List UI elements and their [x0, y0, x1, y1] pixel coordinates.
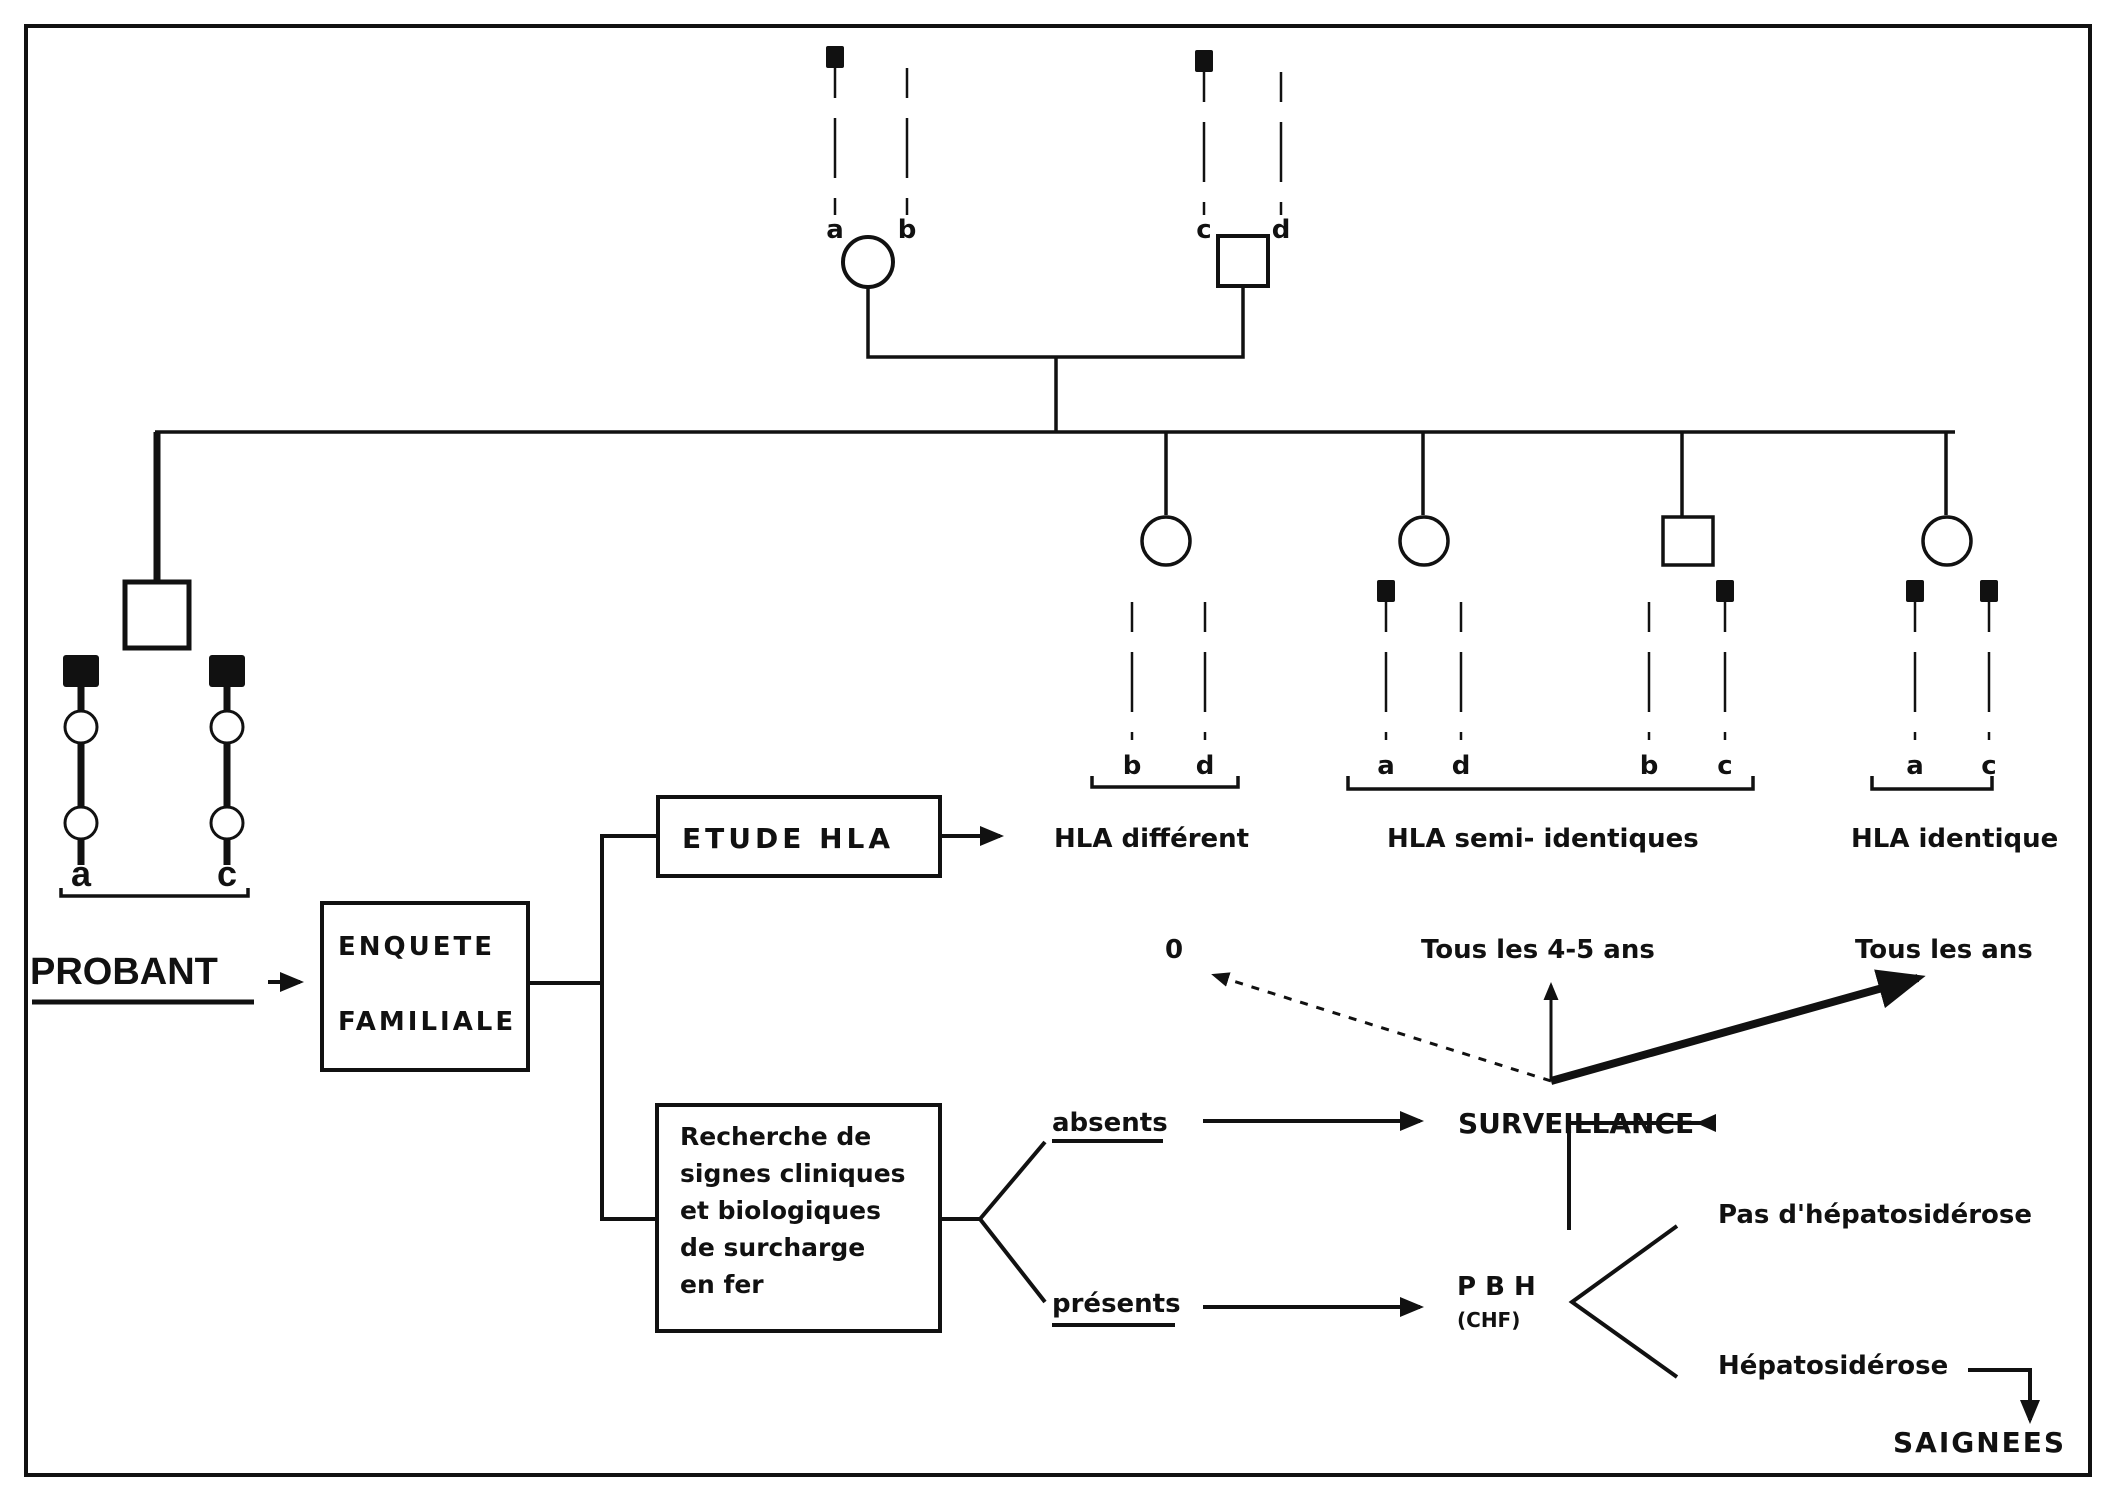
option-4-5-label: Tous les 4-5 ans [1421, 935, 1655, 965]
option-yearly-label: Tous les ans [1855, 935, 2033, 965]
absent-present-fork [977, 1140, 1047, 1304]
enquete-familiale-box [320, 901, 530, 1072]
option-none-label: 0 [1165, 935, 1183, 965]
semi-bracket [1346, 776, 1755, 791]
surveillance-label: SURVEILLANCE [1458, 1107, 1694, 1140]
sibling-4-haplotype-c-marker [1980, 580, 1998, 602]
pbh-fork [1568, 1224, 1679, 1379]
proband-bracket [59, 888, 250, 898]
sibling-2-symbol [1398, 515, 1450, 567]
grandfather-haplotype-d-allele-label: d [1272, 215, 1291, 245]
hla-semi-label: HLA semi- identiques [1387, 824, 1699, 854]
pedigree [122, 234, 1973, 651]
sibling-1-haplotype-d-allele-label: d [1196, 751, 1215, 781]
proband-haplotype-a-locus [63, 805, 99, 841]
proband-haplotype-c-locus [209, 805, 245, 841]
arrow-yearly [1549, 969, 1926, 1085]
proband-haplotype-a-locus [63, 709, 99, 745]
branch-bracket [600, 834, 657, 1221]
siderosis-arrow-line [1968, 1368, 2032, 1405]
pbh-sub-label: (CHF) [1457, 1308, 1520, 1332]
sibling-4-symbol [1921, 515, 1973, 567]
proband-haplotype-a-marker [63, 655, 99, 687]
sibling-3-haplotype-c-marker [1716, 580, 1734, 602]
sibling-2-haplotype-a-marker [1377, 580, 1395, 602]
hla-identical-label: HLA identique [1851, 824, 2058, 854]
grandmother-haplotype-a-allele-label: a [826, 215, 844, 245]
enquete-line2: FAMILIALE [338, 1007, 516, 1037]
recherche-box [655, 1103, 942, 1333]
recherche-line: et biologiques [680, 1196, 881, 1225]
return-arrow-head [1696, 1114, 1716, 1132]
absents-label: absents [1052, 1108, 1168, 1138]
haplotypes: a b c d b d a d b c a c a c [63, 46, 1998, 894]
grandfather-symbol [1216, 234, 1270, 288]
sibling-1-haplotype-b-allele-label: b [1123, 751, 1142, 781]
recherche-text: Recherche de signes cliniques et biologiqu… [680, 1122, 906, 1299]
brackets [59, 776, 1994, 898]
enquete-line1: ENQUETE [338, 932, 495, 962]
sibling-3-haplotype-b-allele-label: b [1640, 751, 1659, 781]
etude-hla-label: ETUDE HLA [682, 822, 894, 855]
sibling-4-haplotype-a-allele-label: a [1906, 751, 1924, 781]
grandfather-haplotype-c-allele-label: c [1196, 215, 1211, 245]
proband-haplotype-c-locus [209, 709, 245, 745]
no-siderosis-label: Pas d'hépatosidérose [1718, 1200, 2032, 1230]
sibling-3-haplotype-c-allele-label: c [1717, 751, 1732, 781]
arrow-none-dashed [1211, 972, 1552, 1083]
marriage-line [866, 286, 1245, 359]
proband-label: PROBANT [30, 951, 218, 993]
different-bracket [1090, 776, 1240, 789]
sibling-2-haplotype-a-allele-label: a [1377, 751, 1395, 781]
proband-symbol [122, 579, 192, 651]
sibling-4-haplotype-a-marker [1906, 580, 1924, 602]
no-siderosis-return-line [1567, 1121, 1710, 1230]
pbh-label: P B H [1457, 1272, 1536, 1302]
sibling-4-haplotype-c-allele-label: c [1981, 751, 1996, 781]
recherche-line: Recherche de [680, 1122, 871, 1151]
grandfather-haplotype-c-marker [1195, 50, 1213, 72]
recherche-line: de surcharge [680, 1233, 865, 1262]
hla-different-label: HLA différent [1054, 824, 1249, 854]
grandmother-haplotype-b-allele-label: b [898, 215, 917, 245]
recherche-line: signes cliniques [680, 1159, 906, 1188]
recherche-line: en fer [680, 1270, 764, 1299]
flow-connectors [528, 826, 2040, 1424]
etude-hla-box [656, 795, 942, 878]
grandmother-symbol [841, 235, 895, 289]
outer-frame [24, 24, 2092, 1477]
identical-bracket [1870, 776, 1994, 791]
sibling-2-haplotype-d-allele-label: d [1452, 751, 1471, 781]
presents-label: présents [1052, 1289, 1181, 1319]
sibling-1-symbol [1140, 515, 1192, 567]
proband-haplotype-c-marker [209, 655, 245, 687]
siderosis-label: Hépatosidérose [1718, 1351, 1948, 1381]
proband-haplotype-c-allele-label: c [217, 853, 237, 894]
sibling-3-symbol [1661, 515, 1715, 567]
proband-haplotype-a-allele-label: a [71, 853, 92, 894]
treatment-label: SAIGNEES [1893, 1426, 2066, 1459]
grandmother-haplotype-a-marker [826, 46, 844, 68]
